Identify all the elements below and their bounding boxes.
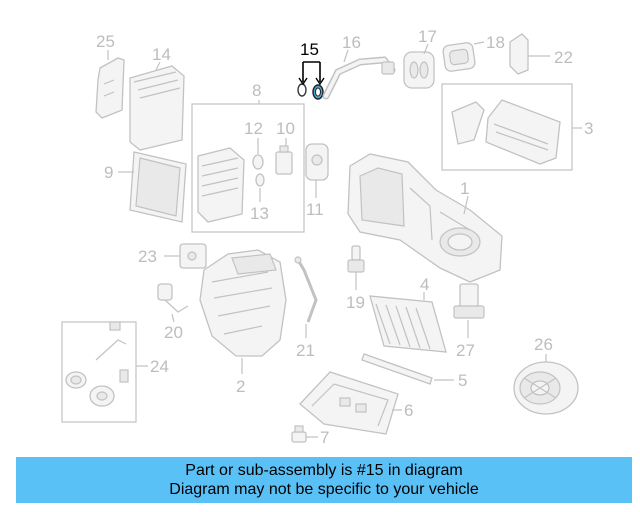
callout-26: 26 <box>534 335 553 354</box>
callout-21: 21 <box>296 341 315 360</box>
callout-17: 17 <box>418 27 437 46</box>
part-14-evaporator[interactable] <box>129 65 185 151</box>
callout-4: 4 <box>420 275 429 294</box>
callout-8: 8 <box>252 81 261 100</box>
part-2-blower-housing[interactable] <box>199 249 287 357</box>
callout-24: 24 <box>150 357 169 376</box>
banner-line-part: Part or sub-assembly is #15 in diagram <box>185 462 463 479</box>
part-8-heater-core[interactable] <box>197 147 245 223</box>
callout-1: 1 <box>460 179 469 198</box>
callout-3: 3 <box>584 119 593 138</box>
callout-14: 14 <box>152 45 171 64</box>
callout-22: 22 <box>554 48 573 67</box>
parts-diagram: 25 14 8 15 16 17 18 22 3 12 10 9 1 11 13… <box>61 27 593 447</box>
banner-line-disclaimer: Diagram may not be specific to your vehi… <box>169 481 479 498</box>
callout-23: 23 <box>138 247 157 266</box>
part-5-seal-strip[interactable] <box>361 353 433 385</box>
part-17-grommet[interactable] <box>403 51 435 89</box>
part-22-bracket[interactable] <box>509 33 529 75</box>
part-18-seal[interactable] <box>442 42 476 72</box>
callout-20: 20 <box>164 323 183 342</box>
callout-2: 2 <box>236 377 245 396</box>
callout-5: 5 <box>458 371 467 390</box>
callout-19: 19 <box>346 293 365 312</box>
callout-25: 25 <box>96 32 115 51</box>
part-12-oring[interactable] <box>252 154 264 170</box>
callout-15: 15 <box>300 40 319 59</box>
part-16-ac-pipe[interactable] <box>322 56 396 100</box>
part-7-clip[interactable] <box>291 425 307 443</box>
part-15-seal-rings[interactable] <box>297 61 325 100</box>
part-4-cabin-filter[interactable] <box>369 295 447 353</box>
callout-9: 9 <box>104 163 113 182</box>
callout-6: 6 <box>404 401 413 420</box>
part-6-cover[interactable] <box>299 371 399 435</box>
callout-7: 7 <box>320 428 329 447</box>
part-10-expansion-valve[interactable] <box>275 145 293 175</box>
part-13-oring[interactable] <box>255 173 265 187</box>
part-20-motor[interactable] <box>157 283 189 313</box>
part-23-actuator[interactable] <box>179 243 207 269</box>
info-banner: Part or sub-assembly is #15 in diagram D… <box>16 457 632 503</box>
group-frame-8 <box>191 103 305 233</box>
callout-27: 27 <box>456 341 475 360</box>
callout-13: 13 <box>250 204 269 223</box>
part-11-sensor[interactable] <box>305 143 329 181</box>
part-9-filter[interactable] <box>129 151 187 223</box>
callout-11: 11 <box>306 200 324 219</box>
part-21-rod[interactable] <box>294 256 318 323</box>
group-frame-24 <box>61 321 137 423</box>
part-25-bracket[interactable] <box>95 57 125 119</box>
part-26-blower-motor[interactable] <box>513 361 579 415</box>
group-frame-3 <box>441 83 573 171</box>
callout-16: 16 <box>342 33 361 52</box>
part-19-sensor[interactable] <box>347 245 365 273</box>
part-1-heater-box[interactable] <box>347 153 503 283</box>
callout-18: 18 <box>486 33 505 52</box>
part-3-duct[interactable] <box>451 99 561 165</box>
callout-12: 12 <box>244 119 263 138</box>
part-27-resistor[interactable] <box>453 283 485 319</box>
callout-10: 10 <box>276 119 295 138</box>
part-24-blower-parts[interactable] <box>65 321 129 407</box>
